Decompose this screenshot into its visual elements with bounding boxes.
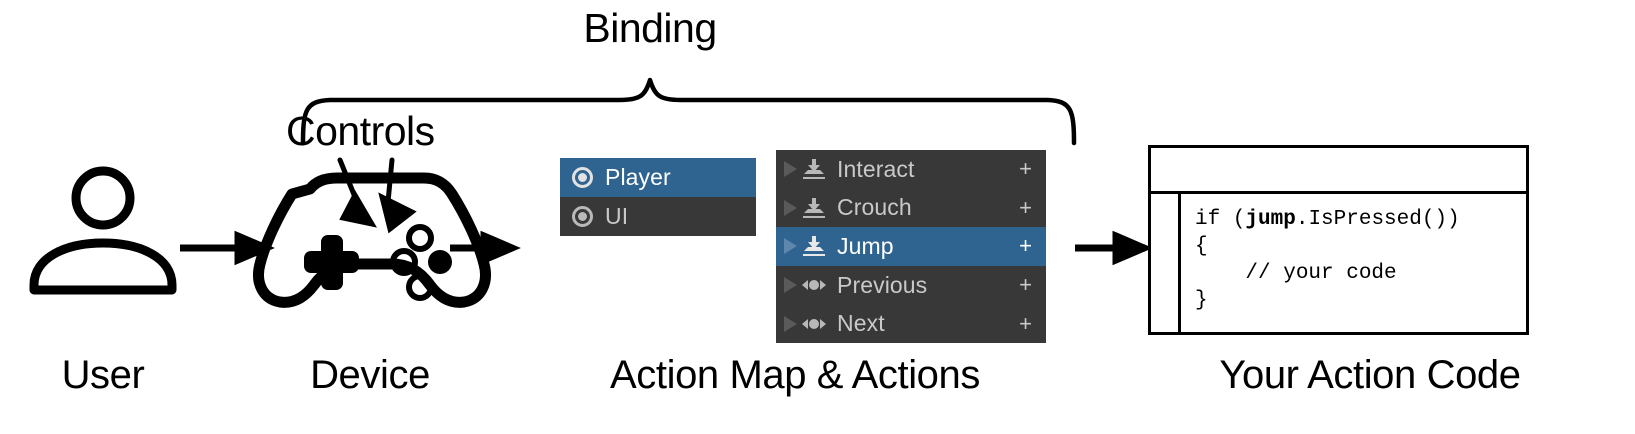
- caption-device: Device: [310, 353, 430, 397]
- double-arrow-pointer-icon: [337, 157, 417, 234]
- expand-triangle-icon[interactable]: [784, 315, 797, 332]
- code-line-1-post: .IsPressed()): [1295, 208, 1460, 231]
- action-map-panel[interactable]: Player UI: [560, 158, 756, 236]
- caption-your-action-code: Your Action Code: [1219, 353, 1521, 397]
- add-binding-button[interactable]: +: [1019, 194, 1032, 220]
- code-window-titlebar: [1151, 148, 1526, 194]
- code-window-body: if (jump.IsPressed()) { // your code }: [1151, 194, 1526, 332]
- code-line-4: }: [1195, 289, 1208, 312]
- right-arrow-icon-actions-code: [1075, 230, 1153, 266]
- user-person-icon: [29, 166, 177, 295]
- binding-label: Binding: [583, 5, 717, 51]
- action-row-previous[interactable]: Previous +: [776, 266, 1046, 305]
- button-action-icon: [803, 197, 825, 218]
- axis-action-icon: [802, 318, 826, 329]
- action-map-row-label: UI: [605, 203, 629, 229]
- code-line-2: {: [1195, 235, 1208, 258]
- add-binding-button[interactable]: +: [1019, 272, 1032, 298]
- action-row-label: Previous: [837, 271, 928, 298]
- code-window[interactable]: if (jump.IsPressed()) { // your code }: [1148, 145, 1529, 335]
- gamepad-controller-icon: [253, 172, 491, 308]
- code-line-3: // your code: [1195, 262, 1397, 285]
- code-line-1-pre: if (: [1195, 208, 1246, 231]
- expand-triangle-icon[interactable]: [784, 199, 797, 216]
- action-row-interact[interactable]: Interact +: [776, 150, 1046, 189]
- button-action-icon: [803, 159, 825, 180]
- expand-triangle-icon[interactable]: [784, 161, 797, 178]
- action-row-jump[interactable]: Jump +: [776, 227, 1046, 266]
- action-map-row-player[interactable]: Player: [560, 158, 756, 197]
- add-binding-button[interactable]: +: [1019, 233, 1032, 259]
- button-action-icon: [803, 236, 825, 257]
- action-map-row-label: Player: [605, 164, 671, 190]
- code-line-1-bold: jump: [1245, 208, 1296, 231]
- right-arrow-icon-device-actionmap: [450, 230, 521, 266]
- add-binding-button[interactable]: +: [1019, 310, 1032, 336]
- caption-user: User: [61, 353, 145, 397]
- axis-action-icon: [802, 280, 826, 291]
- code-editor-text[interactable]: if (jump.IsPressed()) { // your code }: [1181, 194, 1526, 332]
- action-row-label: Next: [837, 310, 885, 337]
- action-row-label: Interact: [837, 155, 915, 182]
- action-row-next[interactable]: Next +: [776, 304, 1046, 343]
- caption-action-map-actions: Action Map & Actions: [610, 353, 980, 397]
- action-row-label: Jump: [837, 232, 894, 259]
- action-row-label: Crouch: [837, 194, 912, 221]
- radio-button-icon: [572, 167, 593, 188]
- actions-panel[interactable]: Interact + Crouch +: [776, 150, 1046, 343]
- expand-triangle-icon[interactable]: [784, 238, 797, 255]
- add-binding-button[interactable]: +: [1019, 156, 1032, 182]
- expand-triangle-icon[interactable]: [784, 277, 797, 294]
- radio-button-icon: [572, 206, 593, 227]
- action-row-crouch[interactable]: Crouch +: [776, 189, 1046, 228]
- code-gutter: [1151, 194, 1181, 332]
- controls-label: Controls: [286, 108, 435, 154]
- action-map-row-ui[interactable]: UI: [560, 197, 756, 236]
- right-arrow-icon-user-device: [180, 230, 275, 266]
